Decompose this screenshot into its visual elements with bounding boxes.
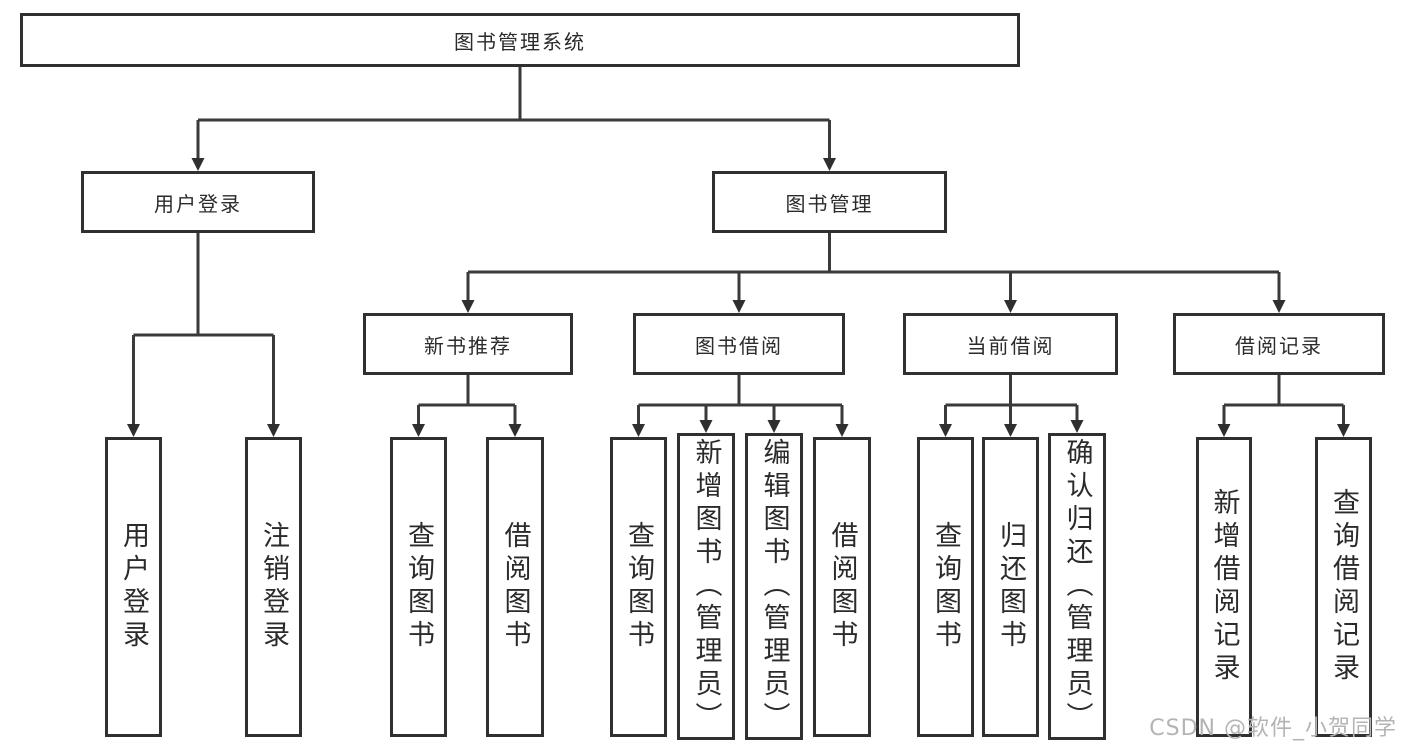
arrow-down-icon [191,158,205,171]
watermark: CSDN @软件_小贺同学 [1149,716,1397,741]
node-root: 图书管理系统 [20,13,1020,67]
node-user-login: 用户登录 [81,171,315,233]
arrow-down-icon [1217,424,1231,437]
node-query-books-1: 查询图书 [390,437,447,737]
node-confirm-return: 确认归还（管理员） [1048,433,1106,740]
edge-book-borrow [637,375,844,426]
node-user-login-leaf: 用户登录 [105,437,162,737]
node-add-books: 新增图书（管理员） [677,433,735,740]
arrow-down-icon [1337,424,1350,437]
arrow-down-icon [267,424,280,437]
edge-borrow-records [1222,375,1345,426]
arrow-down-icon [699,420,713,433]
node-borrow-books-2: 借阅图书 [813,437,871,737]
arrow-down-icon [1070,420,1084,433]
arrow-down-icon [1004,424,1017,437]
node-add-borrow-record: 新增借阅记录 [1196,437,1252,737]
node-query-borrow-record: 查询借阅记录 [1315,437,1372,737]
edge-book-mgmt [466,233,1281,302]
arrow-down-icon [127,424,140,437]
edge-current-borrow [944,375,1079,426]
arrow-down-icon [1272,300,1286,313]
arrow-down-icon [939,424,952,437]
arrow-down-icon [1004,300,1017,313]
node-book-mgmt: 图书管理 [712,171,947,233]
node-new-book-rec: 新书推荐 [363,313,573,375]
arrow-down-icon [508,424,522,437]
node-current-borrow: 当前借阅 [903,313,1118,375]
arrow-down-icon [412,424,425,437]
node-edit-books: 编辑图书（管理员） [745,433,803,740]
node-logout-leaf: 注销登录 [245,437,302,737]
node-query-books-3: 查询图书 [917,437,974,737]
arrow-down-icon [835,424,849,437]
arrow-down-icon [732,300,746,313]
edge-root [196,67,831,160]
node-return-books: 归还图书 [982,437,1039,737]
node-borrow-records: 借阅记录 [1173,313,1385,375]
edge-user-login [132,233,275,426]
node-query-books-2: 查询图书 [610,437,667,737]
arrow-down-icon [461,300,475,313]
node-borrow-books-1: 借阅图书 [486,437,544,737]
node-book-borrow: 图书借阅 [633,313,845,375]
arrow-down-icon [823,158,836,171]
arrow-down-icon [767,420,781,433]
edge-new-book-rec [417,375,517,426]
arrow-down-icon [632,424,645,437]
